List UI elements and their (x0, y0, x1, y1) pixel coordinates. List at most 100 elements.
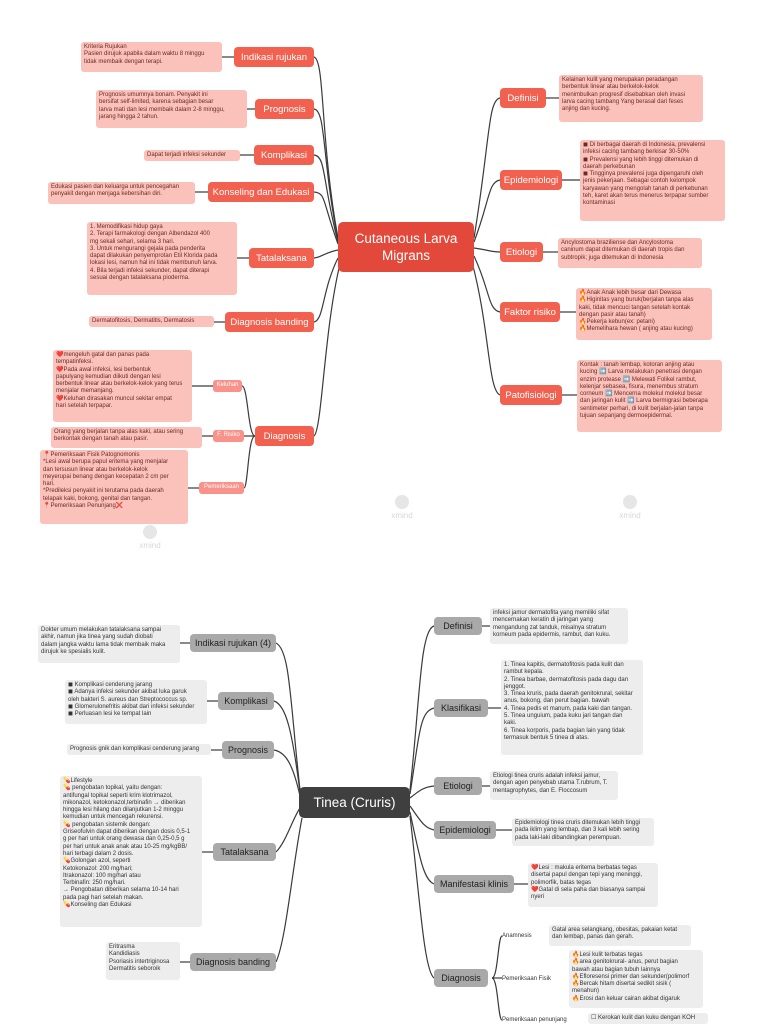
branch2-etiologi[interactable]: Etiologi (434, 777, 482, 795)
leaf-line: larva mati dan lesi membaik dalam 2-8 mi… (99, 106, 225, 113)
leaf-line: pada laki-laki dibandingkan perempuan. (515, 834, 622, 841)
leaf-line: 2. Tinea barbae, dermatofitosis pada dag… (504, 676, 629, 683)
leaf-line: Dokter umum melakukan tatalaksana sampai (41, 627, 162, 633)
leaf-line: 💊Konseling dan Edukasi (63, 902, 132, 909)
leaf2-anamnesis[interactable]: Gatal area selangkang, obesitas, pakaian… (549, 925, 691, 946)
leaf-line: kontaminasi (583, 200, 616, 207)
branch-indikasi-rujukan[interactable]: Indikasi rujukan (234, 47, 314, 67)
leaf-line: kelenjar sebasea, fisura, menembus strat… (580, 383, 699, 390)
leaf-line: sesuai dengan tatalaksana pioderma. (90, 275, 190, 282)
leaf-line: anjing dan kucing. (562, 106, 611, 113)
sub-keluhan[interactable]: Keluhan (213, 380, 242, 392)
leaf-patofisiologi[interactable]: Kontak : tanah lembap, kotoran anjing at… (577, 360, 722, 432)
branch-etiologi[interactable]: Etiologi (500, 242, 543, 262)
leaf2-pemeriksaan-penunjang[interactable]: ☐ Kerokan kulit dan kuku dengan KOH (588, 1013, 708, 1024)
leaf-line: hari. (43, 481, 55, 488)
leaf-prognosis[interactable]: Prognosis umumnya bonam. Penyakit ini be… (96, 90, 247, 128)
branch-diagnosis[interactable]: Diagnosis (255, 426, 314, 446)
leaf-line: enzim protease ➡️ Melewati Folikel rambu… (580, 376, 697, 383)
branch-diagnosis-banding[interactable]: Diagnosis banding (225, 312, 314, 332)
leaf-keluhan[interactable]: ❤️mengeluh gatal dan panas pada tempatin… (53, 350, 192, 422)
leaf-line: kucing ➡️ Larva melakukan penetrasi deng… (580, 369, 702, 376)
branch-definisi[interactable]: Definisi (500, 88, 546, 108)
leaf-definisi[interactable]: Kelainan kulit yang merupakan peradangan… (559, 75, 703, 122)
leaf-line: 6. Tinea korporis, pada bagian lain yang… (504, 727, 625, 734)
leaf2-klasifikasi[interactable]: 1. Tinea kapitis, dermatofitosis pada ku… (501, 660, 643, 755)
branch2-komplikasi[interactable]: Komplikasi (218, 692, 274, 710)
leaf-diagnosis-banding[interactable]: Dermatofitosis, Dermatitis, Dermatosis (89, 316, 214, 327)
sub-faktor-risiko[interactable]: F. Risiko (213, 430, 244, 442)
leaf-line: 🔥Higinitas yang buruk(berjalan tanpa ala… (579, 297, 694, 304)
leaf2-komplikasi[interactable]: ◼ Komplikasi cenderung jarang ◼ Adanya i… (65, 680, 207, 724)
leaf-line: 💊 pengobatan sistemik dengan: (63, 821, 151, 828)
leaf-pemeriksaan[interactable]: 📍Pemeriksaan Fisik Patognomonis *Lesi aw… (40, 450, 188, 524)
leaf2-diagnosis-banding[interactable]: Eritrasma Kandidiasis Psoriasis intertri… (106, 942, 180, 980)
branch-epidemiologi[interactable]: Epidemiologi (500, 170, 562, 190)
leaf-line: 🔥Lesi kulit terbatas tegas (572, 952, 643, 958)
leaf-line: karyawan yang mengolah tanah di perkebun… (583, 185, 708, 192)
leaf-line: 📍Pemeriksaan Penunjang❌ (43, 503, 124, 510)
branch-patofisiologi[interactable]: Patofisiologi (500, 385, 562, 405)
leaf-line: Kandidiasis (109, 951, 140, 958)
leaf-line: Epidemiologi tinea cruris ditemukan lebi… (515, 820, 641, 826)
leaf-line: ❤️Keluhan dirasakan muncul sekitar empat (56, 395, 172, 402)
leaf-line: oleh bakteri S. aureus dan Streptococcus… (68, 696, 188, 703)
sub2-pemeriksaan-fisik[interactable]: Pemeriksaan Fisik (502, 976, 552, 982)
branch2-indikasi-rujukan[interactable]: Indikasi rujukan (4) (190, 634, 276, 652)
sub2-pemeriksaan-penunjang[interactable]: Pemeriksaan penunjang (502, 1017, 567, 1023)
leaf-epidemiologi[interactable]: ◼ Di berbagai daerah di Indonesia, preva… (580, 140, 725, 221)
branch2-klasifikasi[interactable]: Klasifikasi (434, 699, 488, 717)
leaf-line: larva cacing tambang Yang berasal dari f… (562, 98, 684, 105)
branch2-manifestasi-klinis[interactable]: Manifestasi klinis (434, 875, 514, 893)
leaf-line: ❤️Gatal di sela paha dan biasanya sampai (531, 886, 646, 893)
leaf-konseling-edukasi[interactable]: Edukasi pasien dan keluarga untuk penceg… (48, 182, 195, 204)
leaf-line: caninum dapat ditemukan di daerah tropis… (561, 247, 685, 254)
leaf2-definisi[interactable]: infeksi jamur dermatofita yang memiliki … (490, 608, 628, 644)
leaf-line: 3. Tinea kruris, pada daerah genitokrura… (504, 691, 633, 698)
root-node-tinea-cruris[interactable]: Tinea (Cruris) (299, 787, 410, 818)
branch2-diagnosis-banding[interactable]: Diagnosis banding (190, 953, 276, 971)
leaf2-manifestasi-klinis[interactable]: ❤️Lesi : makula eritema berbatas tegas d… (528, 863, 658, 907)
leaf-faktor-risiko-diagnosis[interactable]: Orang yang berjalan tanpa alas kaki, ata… (51, 427, 202, 448)
leaf2-pemeriksaan-fisik[interactable]: 🔥Lesi kulit terbatas tegas 🔥area genitok… (569, 950, 703, 1008)
xmind-watermark: xmind (610, 495, 650, 520)
leaf-line: corneum ➡️ Mencerna molekul molekul besa… (580, 391, 703, 398)
branch-faktor-risiko[interactable]: Faktor risiko (500, 302, 560, 322)
leaf2-indikasi-rujukan[interactable]: Dokter umum melakukan tatalaksana sampai… (38, 625, 180, 663)
branch2-epidemiologi[interactable]: Epidemiologi (434, 821, 496, 839)
watermark-text: xmind (619, 511, 641, 520)
leaf2-etiologi[interactable]: Etiologi tinea cruris adalah infeksi jam… (490, 771, 618, 800)
leaf-line: korneum pada epidermis, rambut, dan kuku… (493, 631, 611, 638)
branch2-definisi[interactable]: Definisi (434, 617, 482, 635)
branch-komplikasi[interactable]: Komplikasi (254, 145, 314, 165)
leaf-indikasi-rujukan[interactable]: Kriteria Rujukan Pasien dirujuk apabila … (81, 42, 222, 72)
branch2-prognosis[interactable]: Prognosis (222, 741, 274, 759)
leaf-line: *Lesi awal berupa papul eritema yang men… (43, 459, 169, 466)
leaf-line: ❤️mengeluh gatal dan panas pada (56, 352, 150, 358)
leaf-faktor-risiko[interactable]: 🔥Anak Anak lebih besar dari Dewasa 🔥Higi… (576, 288, 712, 340)
leaf-line: 4. Tinea pedis et manum, pada kaki dan t… (504, 705, 633, 712)
leaf-line: Prognosis gnik dan komplikasi cenderung … (70, 746, 200, 752)
leaf-line: mencernakan keratin di jaringan yang (493, 617, 594, 624)
branch2-diagnosis[interactable]: Diagnosis (434, 969, 488, 987)
leaf2-epidemiologi[interactable]: Epidemiologi tinea cruris ditemukan lebi… (512, 818, 654, 846)
leaf-komplikasi[interactable]: Dapat terjadi infeksi sekunder (144, 150, 240, 161)
leaf2-prognosis[interactable]: Prognosis gnik dan komplikasi cenderung … (67, 744, 211, 755)
sub2-anamnesis[interactable]: Anamnesis (502, 933, 532, 939)
leaf-line: tidak membaik dengan terapi. (84, 58, 163, 65)
leaf-etiologi[interactable]: Ancylostoma braziliense dan Ancylostoma … (558, 238, 702, 268)
branch-tatalaksana[interactable]: Tatalaksana (249, 248, 314, 268)
leaf2-tatalaksana[interactable]: 💊Lifestyle 💊 pengobatan topikal, yaitu d… (60, 776, 202, 927)
leaf-line: akhir, namun jika tinea yang sudah dioba… (41, 634, 153, 641)
leaf-line: Gatal area selangkang, obesitas, pakaian… (552, 927, 678, 933)
xmind-watermark: xmind (130, 525, 170, 550)
leaf-tatalaksana[interactable]: 1. Memodifikasi hidup gaya 2. Terapi far… (87, 222, 237, 295)
leaf-line: jenis pekerjaan. Sebagai contoh kelompok (583, 178, 696, 185)
branch-prognosis[interactable]: Prognosis (255, 99, 314, 119)
leaf-line: menimbulkan progresif disebabkan oleh in… (562, 91, 686, 98)
sub-pemeriksaan[interactable]: Pemeriksaan (199, 482, 244, 494)
branch-konseling-edukasi[interactable]: Konseling dan Edukasi (208, 182, 314, 202)
branch2-tatalaksana[interactable]: Tatalaksana (213, 843, 276, 861)
leaf-line: dan tersusun linear atau berkelok-kelok (43, 466, 148, 473)
